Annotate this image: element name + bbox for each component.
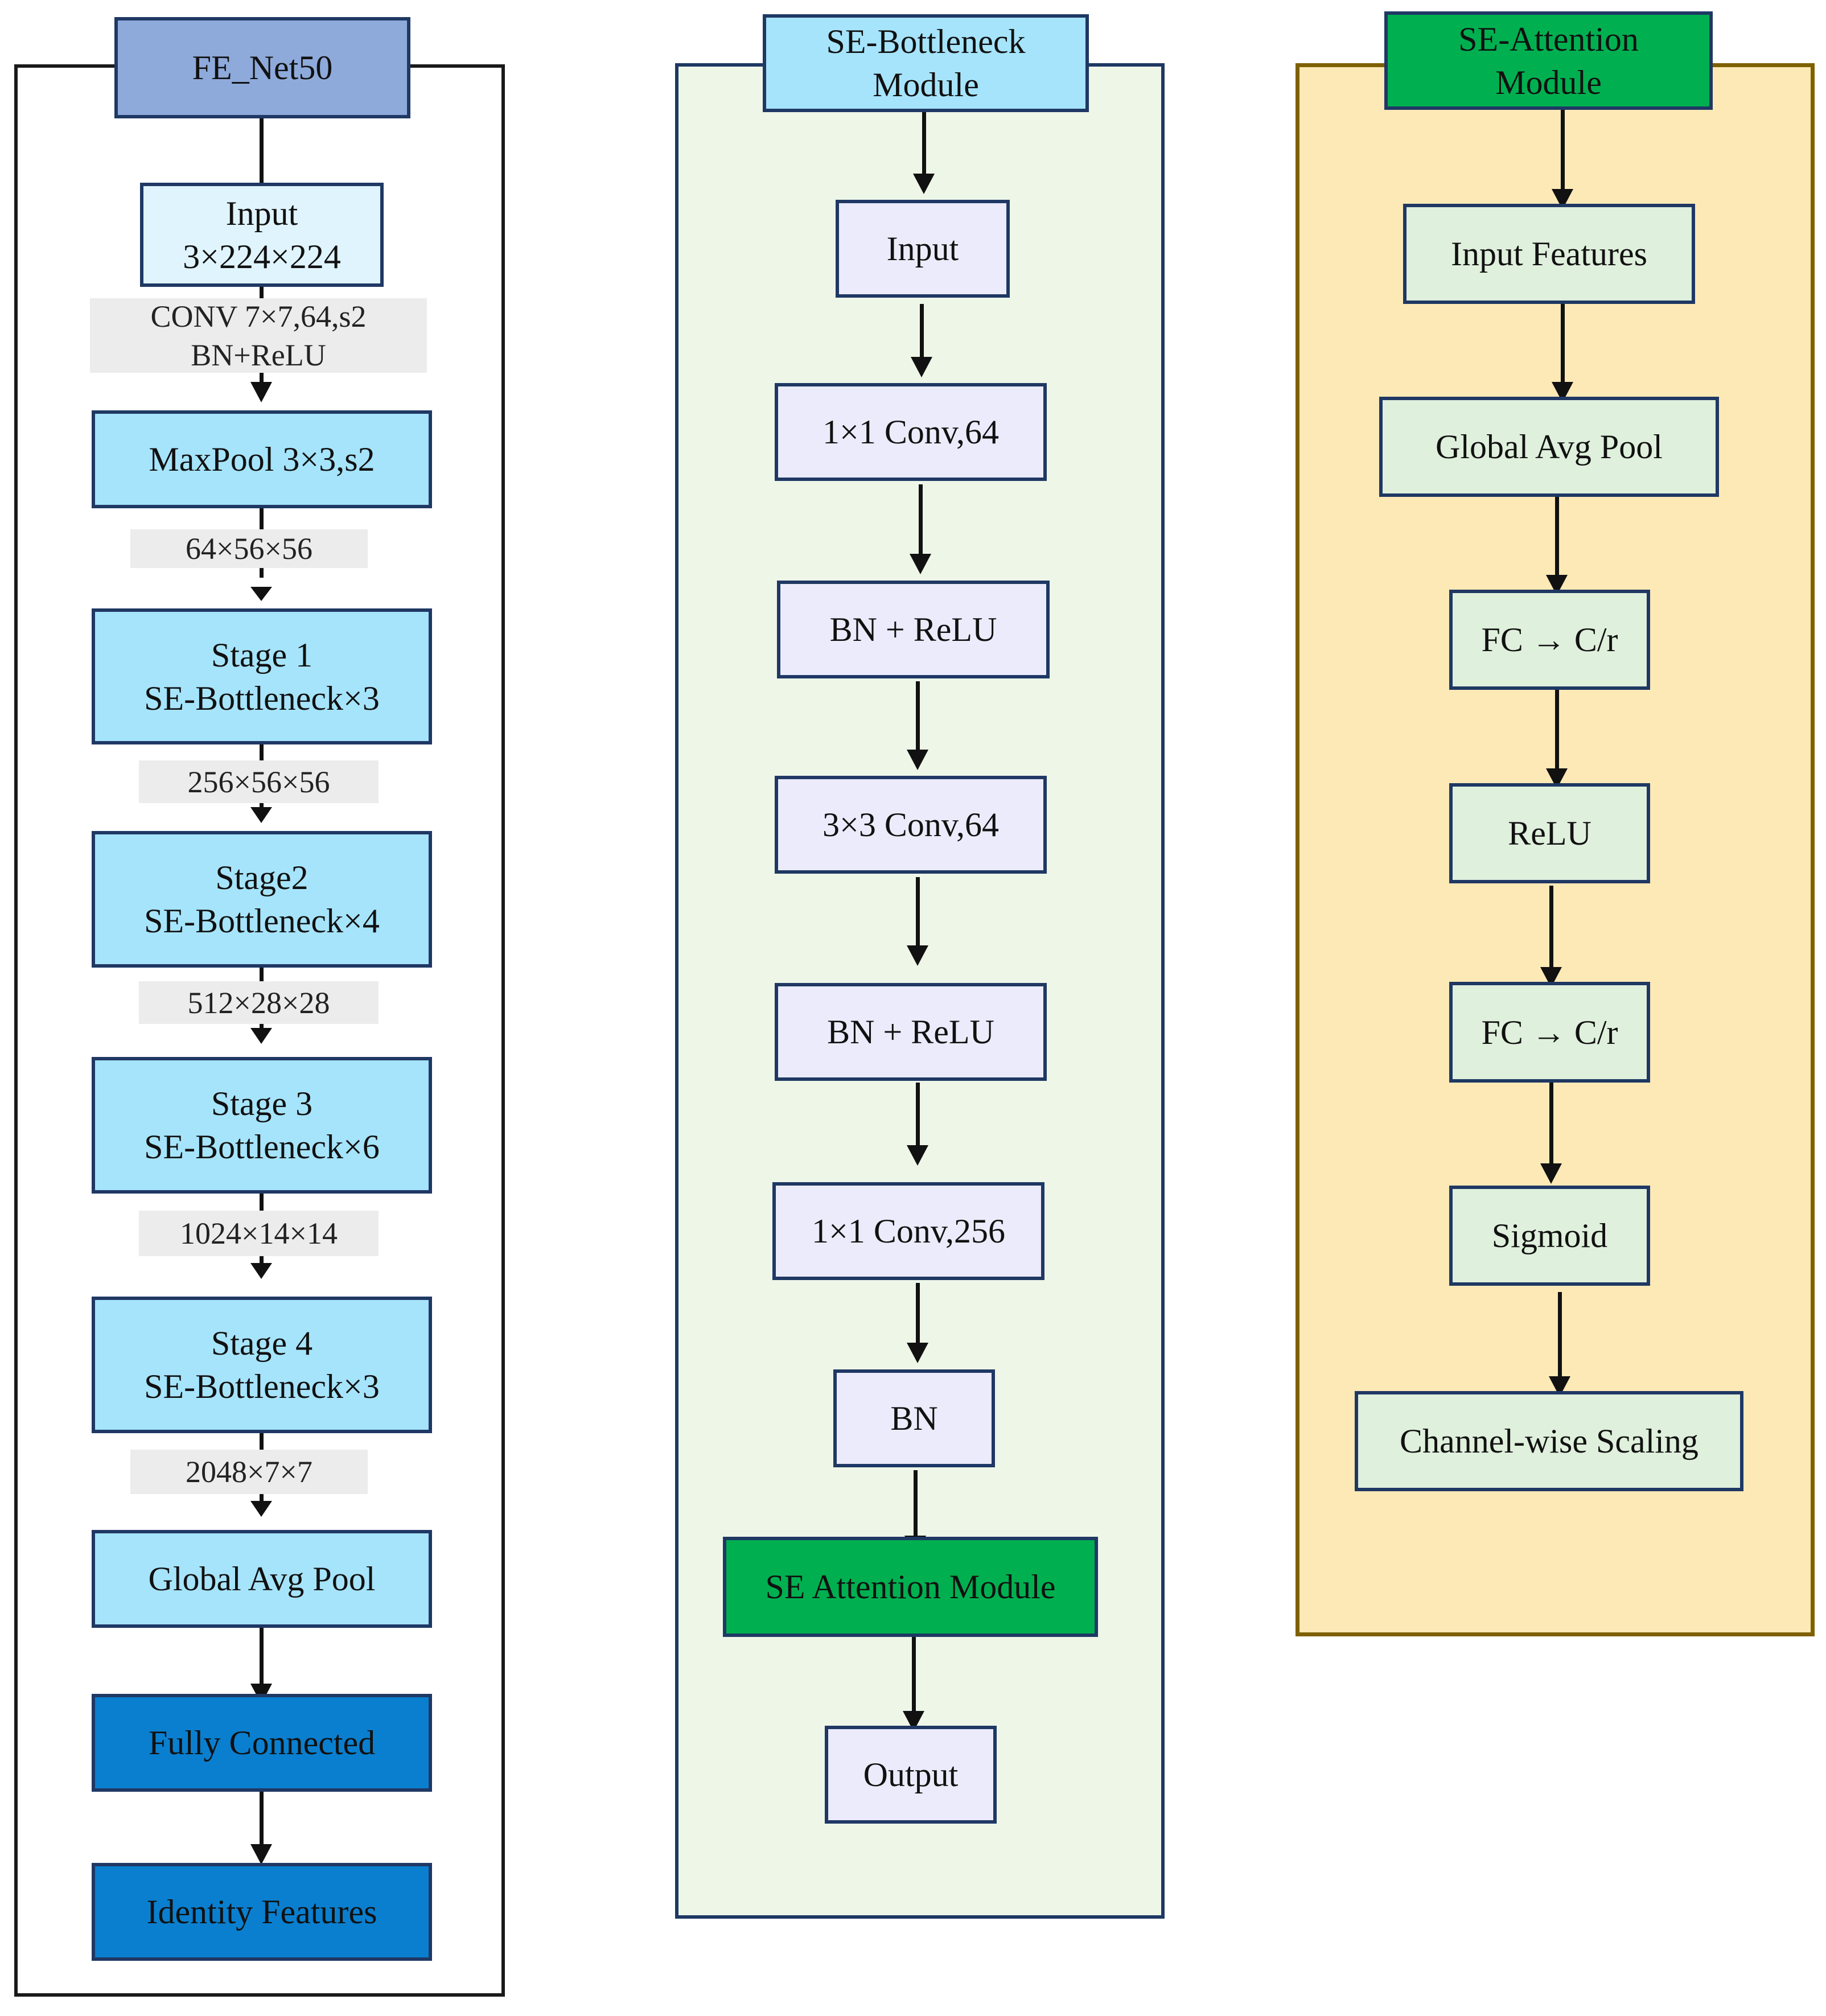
conv-label: CONV 7×7,64,s2 BN+ReLU (90, 298, 427, 373)
fc-expand-box: FC → C/r (1449, 982, 1650, 1083)
fe-gap-box: Global Avg Pool (92, 1530, 432, 1628)
fc-reduce-box: FC → C/r (1449, 590, 1650, 690)
dim-label-2: 256×56×56 (139, 760, 379, 803)
fe-net-title: FE_Net50 (114, 17, 410, 118)
stage4-box: Stage 4 SE-Bottleneck×3 (92, 1297, 432, 1433)
maxpool-box: MaxPool 3×3,s2 (92, 410, 432, 508)
se-attention-module-box: SE Attention Module (723, 1537, 1098, 1637)
se-attention-title: SE-Attention Module (1384, 11, 1713, 110)
dim-label-5: 2048×7×7 (130, 1450, 368, 1494)
sigmoid-box: Sigmoid (1449, 1186, 1650, 1286)
conv3x3-64-box: 3×3 Conv,64 (775, 776, 1047, 874)
bn-relu-1-box: BN + ReLU (777, 581, 1050, 678)
input-features-box: Input Features (1403, 204, 1695, 304)
dim-label-3: 512×28×28 (139, 981, 379, 1024)
bn-box: BN (833, 1369, 995, 1467)
stage1-box: Stage 1 SE-Bottleneck×3 (92, 608, 432, 744)
dim-label-1: 64×56×56 (130, 529, 368, 568)
relu-box: ReLU (1449, 783, 1650, 883)
fully-connected-box: Fully Connected (92, 1694, 432, 1792)
se-bottleneck-title: SE-Bottleneck Module (763, 14, 1089, 112)
conv1x1-64-box: 1×1 Conv,64 (775, 383, 1047, 481)
conv1x1-256-box: 1×1 Conv,256 (772, 1182, 1044, 1280)
se-input-box: Input (836, 200, 1010, 298)
fe-input-box: Input 3×224×224 (140, 183, 384, 287)
stage2-box: Stage2 SE-Bottleneck×4 (92, 831, 432, 968)
stage3-box: Stage 3 SE-Bottleneck×6 (92, 1057, 432, 1194)
att-gap-box: Global Avg Pool (1379, 397, 1719, 497)
se-output-box: Output (825, 1726, 997, 1824)
identity-features-box: Identity Features (92, 1863, 432, 1961)
dim-label-4: 1024×14×14 (139, 1211, 379, 1256)
bn-relu-2-box: BN + ReLU (775, 983, 1047, 1081)
channel-wise-scaling-box: Channel-wise Scaling (1355, 1391, 1743, 1491)
